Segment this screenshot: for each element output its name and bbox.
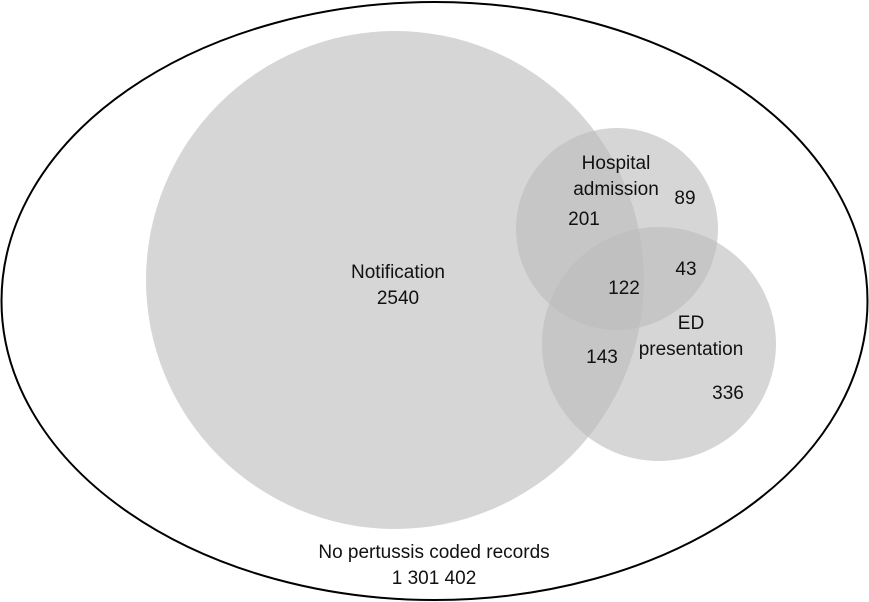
hospital-label-line1: Hospital bbox=[582, 153, 651, 174]
all-three-count: 122 bbox=[608, 278, 640, 299]
ed-presentation-circle bbox=[542, 227, 776, 461]
ed-only-count: 336 bbox=[712, 383, 744, 404]
ed-label-line1: ED bbox=[678, 313, 704, 334]
ed-label-line2: presentation bbox=[639, 339, 744, 360]
set-circles bbox=[146, 31, 776, 529]
notification-circle bbox=[146, 31, 644, 529]
notification-ed-count: 143 bbox=[586, 347, 618, 368]
universe-title: No pertussis coded records bbox=[318, 542, 549, 563]
hospital-label-line2: admission bbox=[573, 179, 659, 200]
universe-count: 1 301 402 bbox=[392, 568, 477, 589]
notification-label: Notification bbox=[351, 262, 445, 283]
notification-hospital-count: 201 bbox=[568, 209, 600, 230]
hospital-only-count: 89 bbox=[674, 188, 695, 209]
notification-only-count: 2540 bbox=[377, 288, 419, 309]
hospital-ed-count: 43 bbox=[675, 259, 696, 280]
